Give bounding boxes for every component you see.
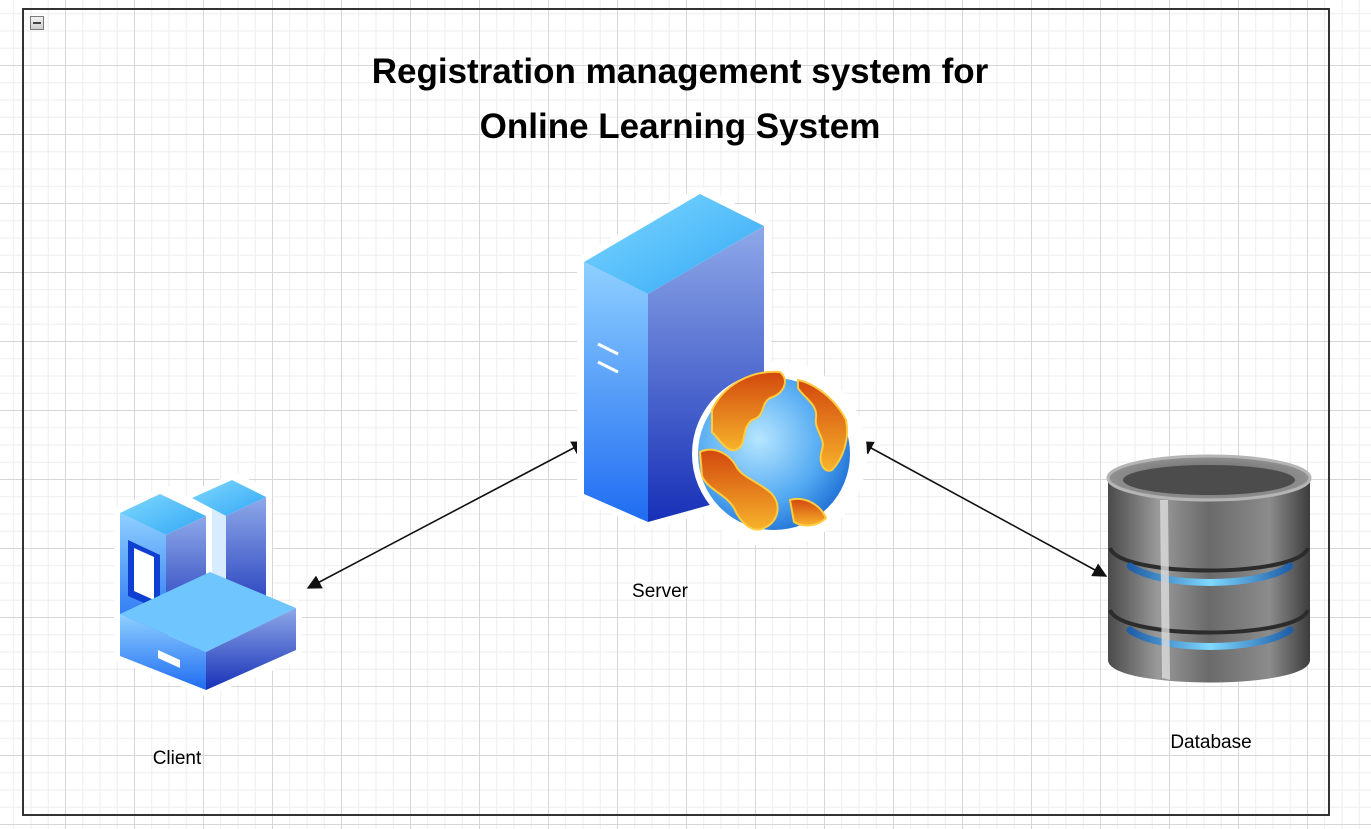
client-computer-icon[interactable]: [114, 473, 302, 696]
collapse-button[interactable]: [30, 16, 44, 30]
edge-server-database: [858, 441, 1108, 577]
edge-client-server: [306, 441, 587, 589]
database-icon[interactable]: [1106, 454, 1312, 683]
web-server-icon[interactable]: [577, 187, 867, 547]
title-line-1: Registration management system for: [371, 52, 989, 91]
diagram-container: [22, 8, 1330, 816]
client-label: Client: [152, 748, 202, 769]
title-line-2: Online Learning System: [479, 107, 881, 146]
database-label: Database: [1170, 732, 1252, 753]
diagram-title: Registration management system for Onlin…: [280, 44, 1080, 154]
server-label: Server: [632, 581, 688, 602]
